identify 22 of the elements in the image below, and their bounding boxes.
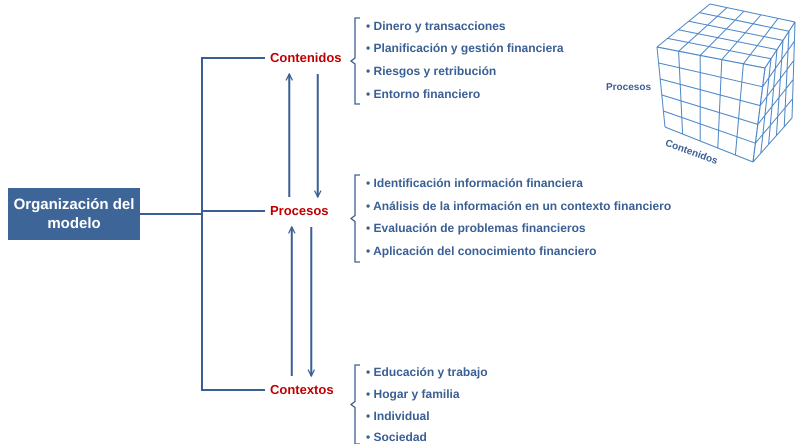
axis-label: Procesos	[606, 81, 652, 95]
list-item: • Hogar y familia	[366, 387, 460, 401]
list-item: • Evaluación de problemas financieros	[366, 221, 586, 235]
category-label: Procesos	[270, 203, 329, 219]
arrow	[285, 73, 294, 197]
list-item: • Educación y trabajo	[366, 365, 488, 379]
list-item: • Entorno financiero	[366, 87, 480, 101]
connector-line	[140, 213, 265, 391]
arrow	[307, 227, 316, 377]
list-item: • Riesgos y retribución	[366, 64, 496, 78]
list-item: • Aplicación del conocimiento financiero	[366, 244, 596, 258]
category-label: Contextos	[270, 382, 334, 398]
list-item: • Dinero y transacciones	[366, 19, 506, 33]
list-item: • Planificación y gestión financiera	[366, 41, 564, 55]
arrow	[314, 74, 322, 198]
arrow	[288, 226, 296, 376]
list-item: • Identificación información financiera	[366, 176, 583, 190]
title-box: Organización del modelo	[8, 188, 140, 240]
list-item: • Individual	[366, 409, 430, 423]
list-item: • Sociedad	[366, 430, 427, 444]
list-item: • Análisis de la información en un contexto financiero	[366, 199, 672, 213]
category-label: Contenidos	[270, 50, 342, 66]
